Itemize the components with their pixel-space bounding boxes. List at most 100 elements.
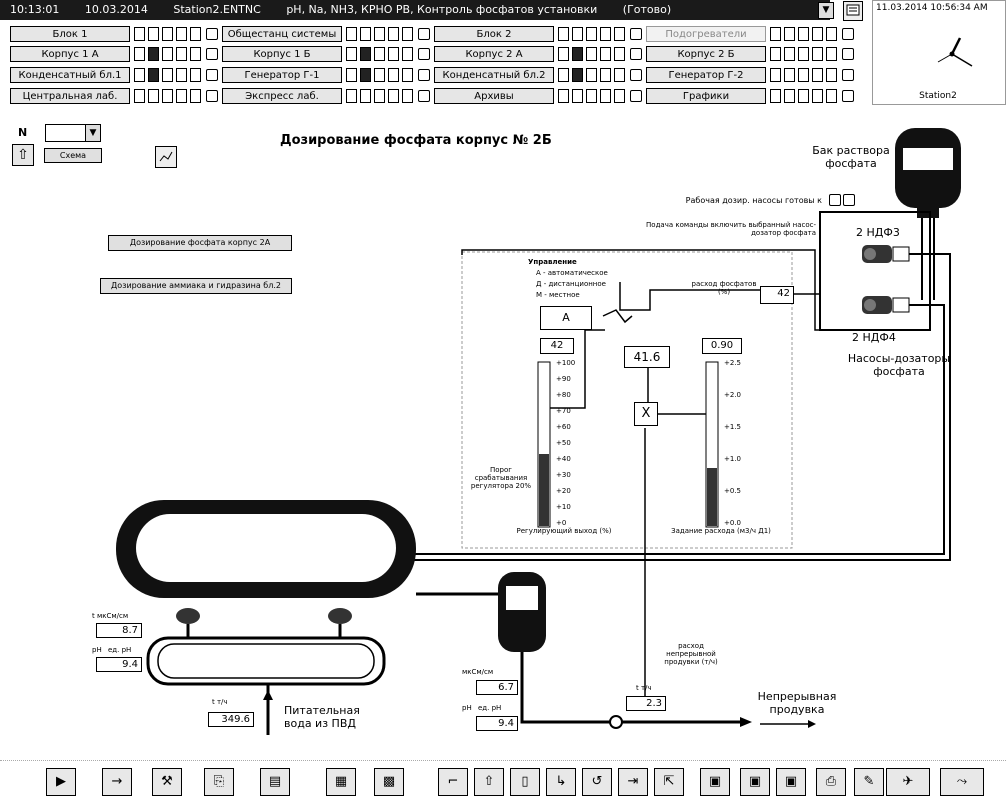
nav-indicator [134,89,145,103]
nav-indicator [600,27,611,41]
nav-indicator [162,68,173,82]
nav-archives[interactable]: Архивы [434,88,554,104]
nav-indicator [374,89,385,103]
exit-icon[interactable]: ⤳ [940,768,984,796]
purge-caption: Непрерывная продувка [757,690,837,716]
title-date: 10.03.2014 [84,3,148,16]
step-icon[interactable]: ↳ [546,768,576,796]
nav-open-button[interactable] [630,28,642,40]
screen2-icon[interactable]: ▣ [740,768,770,796]
link-dosing-2a-button[interactable]: Дозирование фосфата корпус 2А [108,235,292,251]
select-icon[interactable]: ⇱ [654,768,684,796]
drum-t-label: t мкСм/см [92,612,129,620]
screen3-icon[interactable]: ▣ [776,768,806,796]
nav-open-button[interactable] [206,90,218,102]
tools-icon[interactable]: ⚒ [152,768,182,796]
nav-open-button[interactable] [418,90,430,102]
gauge1-tick-label: +80 [556,391,571,399]
nav-common-systems[interactable]: Общестанц системы [222,26,342,42]
up-arrow-icon[interactable]: ⇧ [474,768,504,796]
panel-icon[interactable] [843,1,863,21]
nav-indicator [388,47,399,61]
gauge2-tick-label: +2.5 [724,359,741,367]
nav-korpus-1a[interactable]: Корпус 1 А [10,46,130,62]
play-icon[interactable]: ▶ [46,768,76,796]
nav-central-lab[interactable]: Центральная лаб. [10,88,130,104]
pump-ready-indicator-1[interactable] [829,194,841,206]
tank-label: Бак раствора фосфата [812,144,890,170]
output-value: 41.6 [624,346,670,368]
control-remote: Д - дистанционное [536,280,606,288]
nav-open-button[interactable] [206,48,218,60]
nav-indicator [388,27,399,41]
nav-charts[interactable]: Графики [646,88,766,104]
nav-open-button[interactable] [206,28,218,40]
pump1-icon [862,245,910,263]
nav-heaters[interactable]: Подогреватели [646,26,766,42]
nav-condensate-1[interactable]: Конденсатный бл.1 [10,67,130,83]
nav-indicator [826,27,837,41]
nav-indicator [558,89,569,103]
nav-open-button[interactable] [842,28,854,40]
pen-icon[interactable]: ✎ [854,768,884,796]
nav-indicator [134,27,145,41]
nav-condensate-2[interactable]: Конденсатный бл.2 [434,67,554,83]
gauge2-tick-label: +2.0 [724,391,741,399]
nav-block2[interactable]: Блок 2 [434,26,554,42]
nav-indicator [572,68,583,82]
nav-open-button[interactable] [630,48,642,60]
nav-open-button[interactable] [206,69,218,81]
nav-open-button[interactable] [418,69,430,81]
n-dropdown-icon[interactable]: ▼ [85,124,101,142]
nav-korpus-2b[interactable]: Корпус 2 Б [646,46,766,62]
nav-indicator [374,47,385,61]
chart-icon[interactable] [155,146,177,168]
analog-clock-icon [937,37,973,67]
undo-icon[interactable]: ↺ [582,768,612,796]
grid-icon[interactable]: ▩ [374,768,404,796]
nav-indicator [346,27,357,41]
nav-korpus-1b[interactable]: Корпус 1 Б [222,46,342,62]
bracket-icon[interactable]: ⌐ [438,768,468,796]
nav-korpus-2a[interactable]: Корпус 2 А [434,46,554,62]
gauge2-fill [707,468,717,526]
dropdown-arrow-button[interactable]: ▼ [818,2,834,19]
nav-open-button[interactable] [418,28,430,40]
gauge1-fill [539,454,549,526]
nav-indicator [826,68,837,82]
print-icon[interactable]: ⎙ [816,768,846,796]
page-icon[interactable]: ▯ [510,768,540,796]
scheme-button[interactable]: Схема [44,148,102,163]
table-icon[interactable]: ▦ [326,768,356,796]
pump-ready-indicator-2[interactable] [843,194,855,206]
nav-block1[interactable]: Блок 1 [10,26,130,42]
nav-indicator [798,27,809,41]
plane-icon[interactable]: ✈ [886,768,930,796]
forward-icon[interactable]: ⇥ [618,768,648,796]
nav-express-lab[interactable]: Экспресс лаб. [222,88,342,104]
nav-indicator [770,68,781,82]
sample-t-value: 6.7 [476,680,518,695]
nav-indicator [784,27,795,41]
nav-open-button[interactable] [842,69,854,81]
nav-generator-2[interactable]: Генератор Г-2 [646,67,766,83]
nav-open-button[interactable] [630,69,642,81]
nav-indicator [148,47,159,61]
nav-indicator [402,89,413,103]
sample-ph-label: pH [462,704,472,712]
nav-open-button[interactable] [418,48,430,60]
nav-indicator [360,68,371,82]
chart-icon[interactable]: ▤ [260,768,290,796]
nav-generator-1[interactable]: Генератор Г-1 [222,67,342,83]
mode-box[interactable]: А [540,306,592,330]
nav-open-button[interactable] [630,90,642,102]
arrow-right-icon[interactable]: → [102,768,132,796]
screen1-icon[interactable]: ▣ [700,768,730,796]
nav-indicator [402,68,413,82]
nav-open-button[interactable] [842,90,854,102]
link-ammonia-dosing-button[interactable]: Дозирование аммиака и гидразина бл.2 [100,278,292,294]
sample-ph-value: 9.4 [476,716,518,731]
nav-open-button[interactable] [842,48,854,60]
up-arrow-button[interactable]: ⇧ [12,144,34,166]
copy-icon[interactable]: ⎘ [204,768,234,796]
